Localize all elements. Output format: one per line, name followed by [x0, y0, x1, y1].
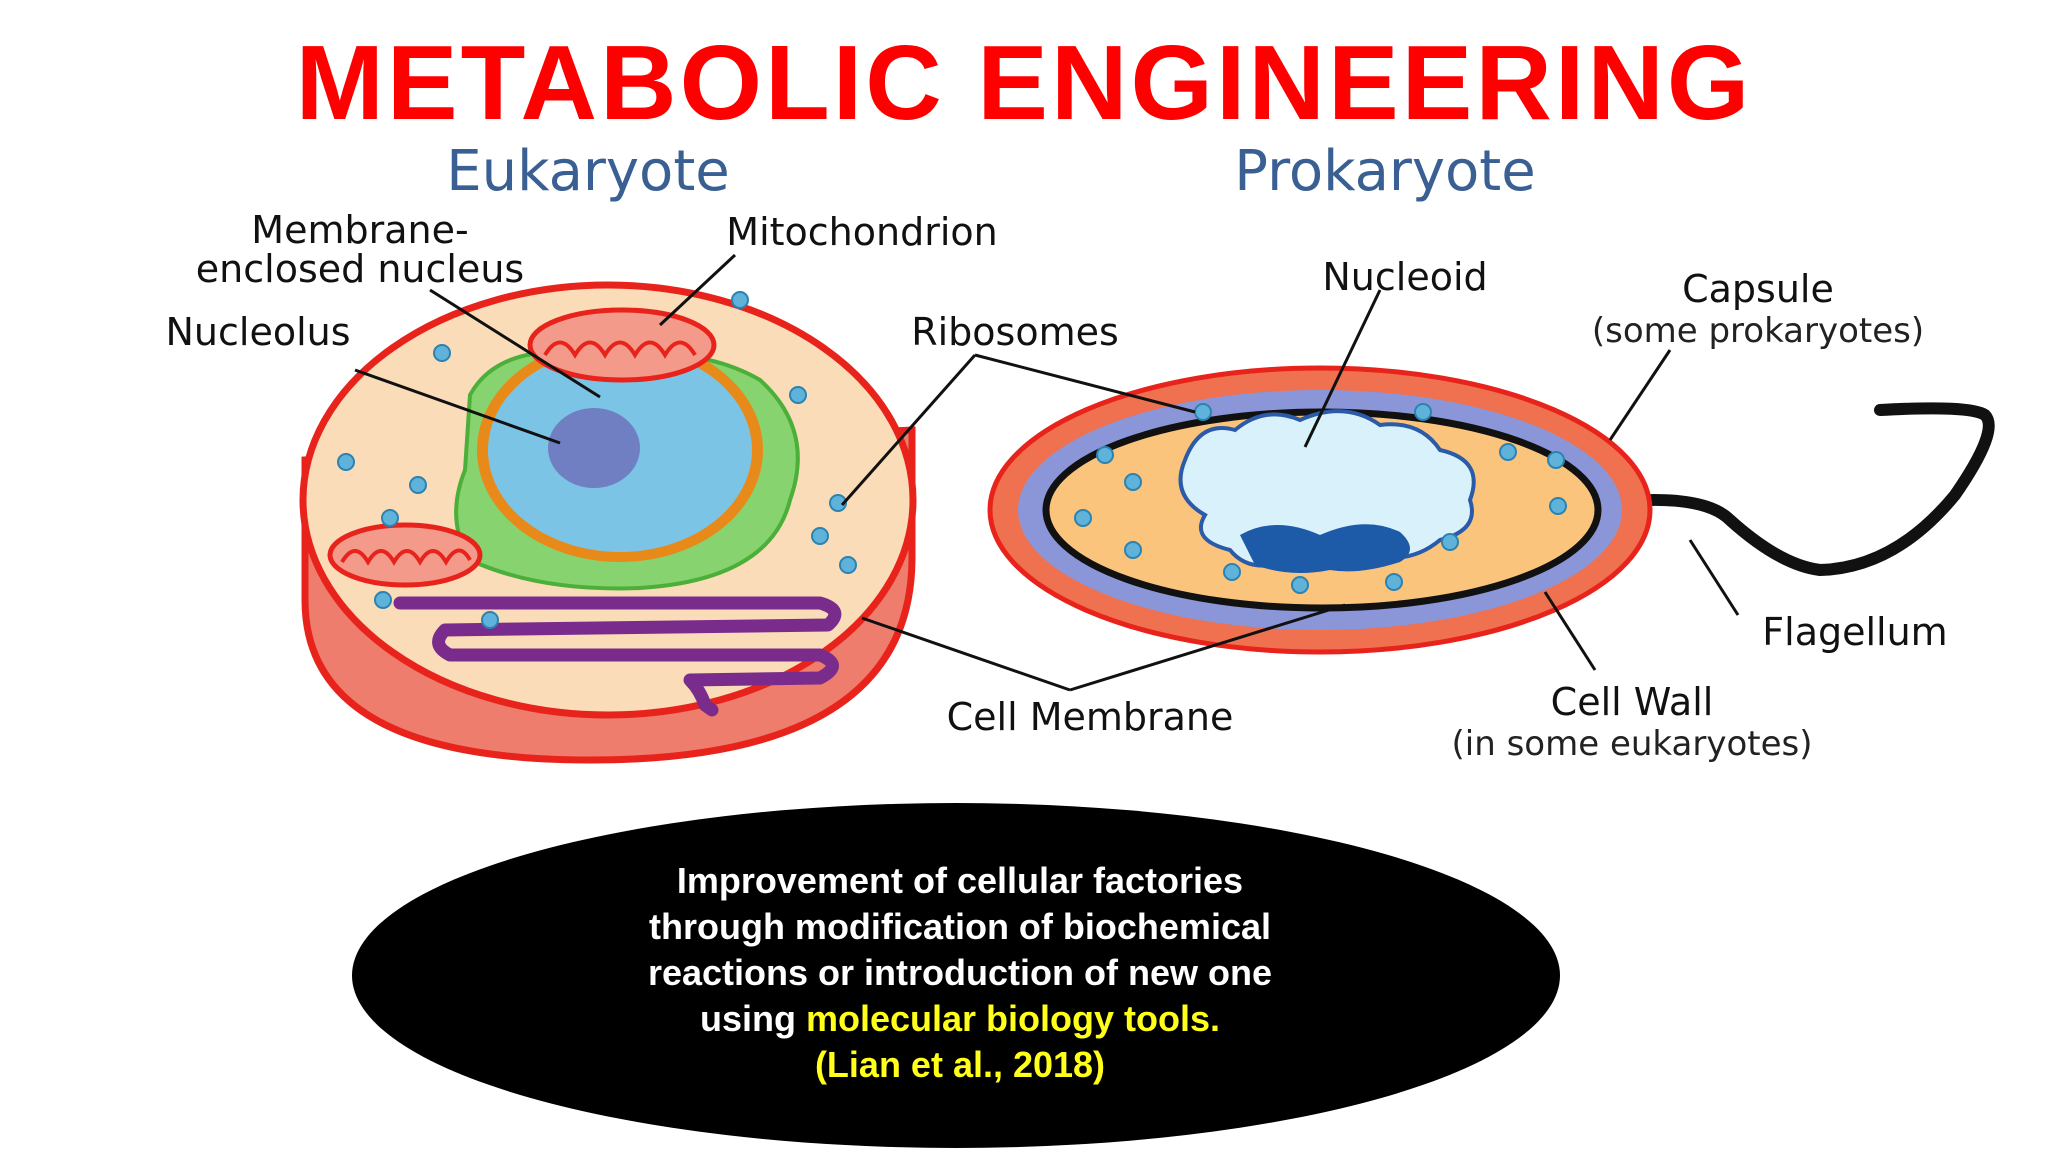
mitochondrion-left	[327, 522, 483, 588]
mitochondrion-top-cristae	[543, 340, 697, 359]
eukaryote-ribosomes	[337, 291, 857, 629]
golgi-tubule	[393, 596, 842, 717]
mitochondrion-left-cristae	[340, 548, 472, 566]
flagellum-label: Flagellum	[1762, 610, 1947, 654]
citation: (Lian et al., 2018)	[814, 1044, 1106, 1085]
definition-line-1: Improvement of cellular factories	[676, 860, 1244, 901]
nucleoid-label: Nucleoid	[1322, 255, 1487, 299]
nucleoid-dark	[1240, 524, 1410, 574]
cell-wall-note: (in some eukaryotes)	[1452, 724, 1813, 764]
capsule-label: Capsule	[1682, 267, 1834, 311]
definition-line-2: through modification of biochemical	[648, 906, 1271, 947]
cell-membrane-label: Cell Membrane	[947, 695, 1234, 739]
prokaryote-heading: Prokaryote	[1234, 139, 1535, 204]
definition-callout	[352, 803, 1560, 1148]
definition-text: Improvement of cellular factories throug…	[420, 858, 1500, 1088]
leader-lines	[354, 253, 1740, 692]
page-title: METABOLIC ENGINEERING	[295, 24, 1753, 142]
flagellum	[1584, 402, 1995, 577]
prokaryote-ribosomes	[1074, 403, 1567, 594]
cell-wall-label: Cell Wall	[1551, 680, 1714, 724]
ribosomes-label: Ribosomes	[911, 310, 1119, 354]
capsule-note: (some prokaryotes)	[1592, 311, 1924, 351]
definition-line-4: using molecular biology tools.	[420, 996, 1500, 1042]
nucleolus-shape	[548, 408, 640, 488]
nucleoid-shape	[1178, 409, 1476, 569]
membrane-nucleus-label-line2: enclosed nucleus	[196, 247, 524, 291]
prokaryote-cell	[987, 365, 1995, 655]
eukaryote-cell	[299, 281, 917, 764]
membrane-nucleus-label-line1: Membrane-	[251, 208, 468, 252]
mitochondrion-label: Mitochondrion	[726, 210, 997, 254]
mitochondrion-top	[527, 307, 717, 383]
eukaryote-heading: Eukaryote	[446, 139, 729, 204]
definition-line-4-prefix: using	[699, 998, 796, 1039]
definition-highlight: molecular biology tools.	[805, 998, 1221, 1039]
definition-line-3: reactions or introduction of new one	[647, 952, 1273, 993]
nucleolus-label: Nucleolus	[165, 310, 350, 354]
